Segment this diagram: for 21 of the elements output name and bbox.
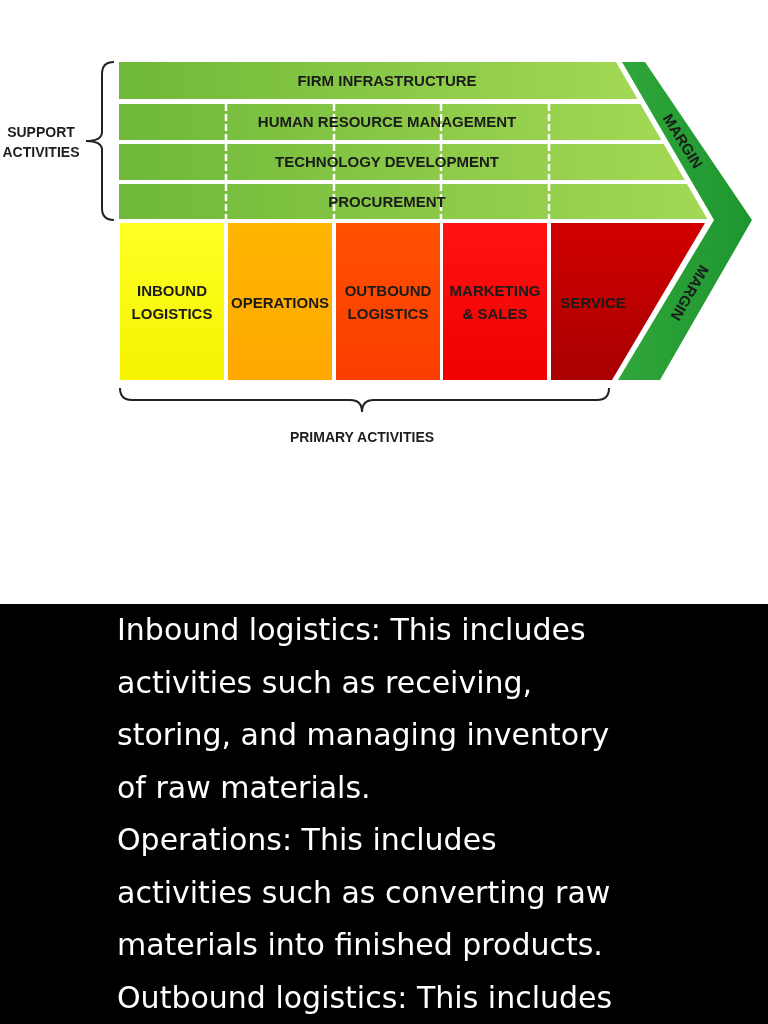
- primary-activity-box: [443, 223, 547, 380]
- activity-label: INBOUND LOGISTICS: [130, 280, 214, 324]
- activity-label: TECHNOLOGY DEVELOPMENT: [275, 153, 499, 171]
- description-text: Operations: This includes activities such as converting raw materials into finished products.: [117, 821, 612, 964]
- group-label: PRIMARY ACTIVITIES: [289, 428, 435, 447]
- primary-activity-box: [336, 223, 440, 380]
- description-text: Inbound logistics: This includes activities such as receiving, storing, and managing inventory of raw materials.: [117, 611, 611, 807]
- group-label: SUPPORT ACTIVITIES: [1, 123, 81, 162]
- primary-activity-box: [120, 223, 224, 380]
- activity-label: SERVICE: [560, 292, 626, 312]
- activity-label: OUTBOUND LOGISTICS: [343, 280, 433, 324]
- activity-label: HUMAN RESOURCE MANAGEMENT: [257, 113, 517, 131]
- support-activity-band: [119, 184, 708, 219]
- support-activity-band: [119, 62, 638, 99]
- primary-activity-box: [228, 223, 332, 380]
- activity-label: OPERATIONS: [230, 292, 330, 312]
- support-activity-band: [119, 104, 662, 140]
- activity-label: PROCUREMENT: [328, 192, 446, 211]
- activity-label: MARKETING & SALES: [448, 280, 542, 324]
- description-text: Outbound logistics: This includes: [117, 978, 614, 1017]
- activity-label: FIRM INFRASTRUCTURE: [297, 71, 477, 90]
